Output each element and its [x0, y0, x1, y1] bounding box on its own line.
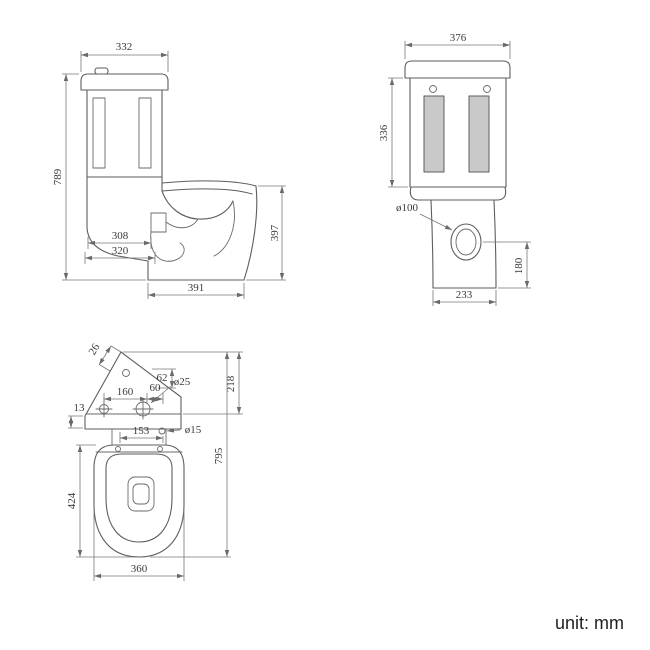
dim-label-424: 424 [66, 492, 78, 509]
bowl-inner-outline [105, 453, 173, 543]
dim-base-length: 391 [147, 282, 245, 299]
plan-view: 26 62 218 795 160 60 ø25 [66, 341, 243, 581]
leader-line [150, 385, 172, 404]
bowl-front-profile [243, 185, 258, 281]
dim-trap-depth: 308 [87, 230, 152, 249]
trap-passage [165, 218, 199, 229]
tank-internal-right [468, 95, 490, 173]
dim-trap-depth2: 320 [84, 245, 156, 264]
dim-hole-row: 153 [119, 425, 164, 443]
body-right-edge [493, 199, 497, 289]
leader-line [166, 428, 181, 433]
trap-curve [150, 231, 185, 262]
bolt-hole-right [483, 85, 491, 93]
seat-outer-outline [93, 444, 185, 558]
hinge-left [115, 446, 121, 452]
unit-label: unit: mm [554, 613, 624, 633]
dim-label-332: 332 [116, 41, 133, 53]
tank-body [86, 89, 163, 178]
dim-label-391: 391 [188, 282, 205, 294]
seat-band [409, 186, 507, 201]
dim-label-320: 320 [112, 245, 129, 257]
leader-line [419, 213, 453, 231]
small-fixing-hole [158, 427, 166, 435]
dim-label-62: 62 [157, 372, 168, 384]
center-inlet-hole [132, 398, 154, 420]
rear-view: 376 336 ø100 180 233 [378, 32, 531, 306]
bolt-hole-left [429, 85, 437, 93]
dim-overall-width: 360 [93, 510, 185, 581]
dim-corner-edge: 26 [86, 341, 122, 372]
dim-overall-height: 789 [52, 73, 146, 281]
dim-bowl-height: 397 [246, 185, 286, 281]
dim-hole-diameter: ø25 [150, 376, 191, 404]
outlet-curve [213, 200, 235, 257]
apex-hole [122, 369, 130, 377]
dim-label-789: 789 [52, 168, 64, 185]
rim-bottom-line [161, 188, 253, 195]
tank-internal-left [92, 97, 106, 169]
dimension-line [98, 345, 112, 366]
dim-label-o25: ø25 [174, 376, 191, 388]
side-view-object [80, 67, 258, 281]
rear-view-object [404, 60, 511, 289]
trap-inlet [150, 212, 167, 233]
water-area-inner [132, 483, 150, 505]
dim-label-795: 795 [213, 447, 225, 464]
extension-lines [68, 415, 83, 429]
dim-label-153: 153 [133, 425, 150, 437]
extension-lines [483, 241, 531, 289]
outlet-outer [450, 223, 482, 261]
dim-tank-height: 336 [378, 77, 408, 188]
tank-lid [404, 60, 511, 79]
extension-lines [103, 393, 164, 404]
tank-lid [80, 73, 169, 91]
dim-small-hole-diameter: ø15 [166, 424, 202, 436]
corner-tank-outline [84, 351, 182, 430]
dim-label-336: 336 [378, 124, 390, 141]
hinge-right [157, 446, 163, 452]
dim-offset-13: 13 [68, 402, 86, 429]
plan-view-object [84, 351, 185, 558]
dim-offset-62: 62 [152, 368, 176, 389]
dim-label-308: 308 [112, 230, 129, 242]
tank-body [409, 77, 507, 188]
dim-tank-width: 332 [80, 41, 169, 72]
tank-internal-left [423, 95, 445, 173]
hole-cross [132, 398, 154, 420]
dim-label-13: 13 [74, 402, 86, 414]
extension-lines [123, 351, 243, 415]
dim-label-60: 60 [150, 382, 162, 394]
dim-label-180: 180 [513, 257, 525, 274]
water-area-outer [127, 476, 155, 512]
dim-label-26: 26 [86, 341, 102, 357]
extension-lines [99, 345, 122, 372]
dim-label-o15: ø15 [185, 424, 202, 436]
rim-top-line [161, 180, 257, 187]
dim-rear-width: 376 [404, 32, 511, 59]
dim-overall-depth: 795 [150, 352, 231, 558]
dim-outlet-height: 180 [483, 241, 531, 289]
tank-internal-right [138, 97, 152, 169]
extension-lines [93, 510, 185, 581]
dim-label-397: 397 [269, 224, 281, 241]
dim-hole-span2: 60 [147, 382, 163, 402]
flush-button [94, 67, 109, 75]
body-left-edge [430, 199, 434, 289]
dim-label-376: 376 [450, 32, 467, 44]
extension-lines [80, 51, 169, 72]
dim-outlet-diameter: ø100 [396, 202, 453, 231]
dim-label-360: 360 [131, 563, 148, 575]
dim-label-233: 233 [456, 289, 473, 301]
side-view: 332 789 397 308 320 391 [52, 41, 286, 299]
outlet-inner [455, 228, 477, 256]
dim-rear-base-width: 233 [432, 289, 497, 306]
bowl-cavity [161, 190, 234, 220]
dim-label-160: 160 [117, 386, 134, 398]
extension-lines [388, 77, 408, 188]
dim-label-o100: ø100 [396, 202, 419, 214]
dim-hole-span: 160 [103, 386, 164, 404]
dim-seat-length: 424 [66, 444, 135, 558]
